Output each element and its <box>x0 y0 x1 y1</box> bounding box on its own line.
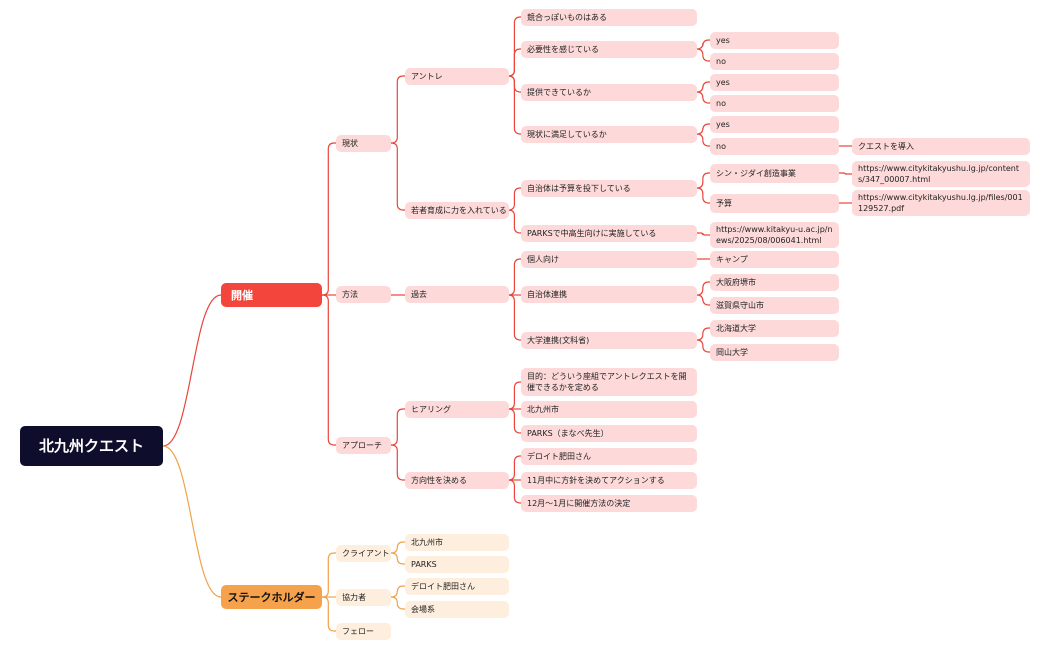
node-hearing-parks[interactable]: PARKS（まなべ先生） <box>521 425 697 442</box>
node-kyogo[interactable]: 競合っぽいものはある <box>521 9 697 26</box>
node-quest-donyu[interactable]: クエストを導入 <box>852 138 1030 155</box>
connector <box>322 552 336 598</box>
connector <box>696 172 710 189</box>
node-yosan-url[interactable]: https://www.citykitakyushu.lg.jp/files/0… <box>852 190 1030 216</box>
node-hoho[interactable]: 方法 <box>336 286 391 303</box>
node-client[interactable]: クライアント <box>336 545 391 562</box>
connector <box>508 479 521 504</box>
connector <box>696 339 710 353</box>
node-hearing-kitakyushu[interactable]: 北九州市 <box>521 401 697 418</box>
node-manzoku[interactable]: 現状に満足しているか <box>521 126 697 143</box>
connector <box>696 81 710 93</box>
node-camp[interactable]: キャンプ <box>710 251 839 268</box>
connector <box>696 39 710 50</box>
node-kyoryoku-deloitte[interactable]: デロイト肥田さん <box>405 578 509 595</box>
connector <box>508 455 521 481</box>
node-december[interactable]: 12月〜1月に開催方法の決定 <box>521 495 697 512</box>
node-approach[interactable]: アプローチ <box>336 437 391 454</box>
connector <box>322 142 336 296</box>
node-parks-jisshi[interactable]: PARKSで中高生向けに実施している <box>521 225 697 242</box>
node-sakai[interactable]: 大阪府堺市 <box>710 274 839 291</box>
node-deloitte[interactable]: デロイト肥田さん <box>521 448 697 465</box>
connector <box>696 281 710 296</box>
connector <box>697 232 710 236</box>
connector <box>391 444 405 481</box>
node-shin-jidai[interactable]: シン・ジダイ創造事業 <box>710 164 839 183</box>
node-okayama[interactable]: 岡山大学 <box>710 344 839 361</box>
node-kako[interactable]: 過去 <box>405 286 509 303</box>
node-moriyama[interactable]: 滋賀県守山市 <box>710 297 839 314</box>
node-yosan[interactable]: 予算 <box>710 194 839 213</box>
node-daigaku[interactable]: 大学連携(文科省) <box>521 332 697 349</box>
connector <box>391 552 405 565</box>
connector <box>696 187 710 204</box>
connector <box>508 48 521 77</box>
node-client-parks[interactable]: PARKS <box>405 556 509 573</box>
node-wakate[interactable]: 若者育成に力を入れている <box>405 202 509 219</box>
connector <box>696 123 710 135</box>
node-jichitai-renkei[interactable]: 自治体連携 <box>521 286 697 303</box>
node-antore[interactable]: アントレ <box>405 68 509 85</box>
connector <box>839 172 852 175</box>
node-manzoku-yes[interactable]: yes <box>710 116 839 133</box>
connector <box>391 541 405 554</box>
connector <box>696 91 710 104</box>
connector <box>162 445 222 598</box>
node-stakeholder[interactable]: ステークホルダー <box>221 585 322 609</box>
connector <box>508 408 521 434</box>
node-kyoryoku[interactable]: 協力者 <box>336 589 391 606</box>
node-november[interactable]: 11月中に方針を決めてアクションする <box>521 472 697 489</box>
node-teikyo-no[interactable]: no <box>710 95 839 112</box>
node-hitsuyosei-no[interactable]: no <box>710 53 839 70</box>
connector <box>508 294 521 341</box>
node-genjo[interactable]: 現状 <box>336 135 391 152</box>
connector <box>322 294 336 446</box>
node-hokudai[interactable]: 北海道大学 <box>710 320 839 337</box>
node-shin-url[interactable]: https://www.citykitakyushu.lg.jp/content… <box>852 161 1030 187</box>
node-hitsuyosei-yes[interactable]: yes <box>710 32 839 49</box>
node-kyoryoku-kaijo[interactable]: 会場系 <box>405 601 509 618</box>
connector <box>391 408 405 446</box>
connector <box>508 75 521 135</box>
connector <box>508 209 521 234</box>
connector <box>322 596 336 632</box>
node-kojin[interactable]: 個人向け <box>521 251 697 268</box>
connector <box>696 133 710 147</box>
connector <box>696 294 710 306</box>
connector <box>508 381 521 410</box>
root-node[interactable]: 北九州クエスト <box>20 426 163 466</box>
node-parks-url[interactable]: https://www.kitakyu-u.ac.jp/news/2025/08… <box>710 222 839 248</box>
connector <box>391 142 405 211</box>
connector <box>391 585 405 598</box>
node-teikyo-yes[interactable]: yes <box>710 74 839 91</box>
connector <box>508 258 521 296</box>
node-kaisai[interactable]: 開催 <box>221 283 322 307</box>
connector <box>696 48 710 62</box>
connector <box>391 596 405 610</box>
connector <box>162 294 222 447</box>
connector <box>696 327 710 341</box>
node-manzoku-no[interactable]: no <box>710 138 839 155</box>
node-hearing[interactable]: ヒアリング <box>405 401 509 418</box>
node-client-kitakyushu[interactable]: 北九州市 <box>405 534 509 551</box>
connector <box>508 187 521 211</box>
node-hitsuyosei[interactable]: 必要性を感じている <box>521 41 697 58</box>
node-mokuteki[interactable]: 目的：どういう座組でアントレクエストを開催できるかを定める <box>521 368 697 396</box>
connector <box>391 75 405 144</box>
node-jichitai-yosan[interactable]: 自治体は予算を投下している <box>521 180 697 197</box>
node-hokosei[interactable]: 方向性を決める <box>405 472 509 489</box>
node-fellow[interactable]: フェロー <box>336 623 391 640</box>
node-teikyo[interactable]: 提供できているか <box>521 84 697 101</box>
